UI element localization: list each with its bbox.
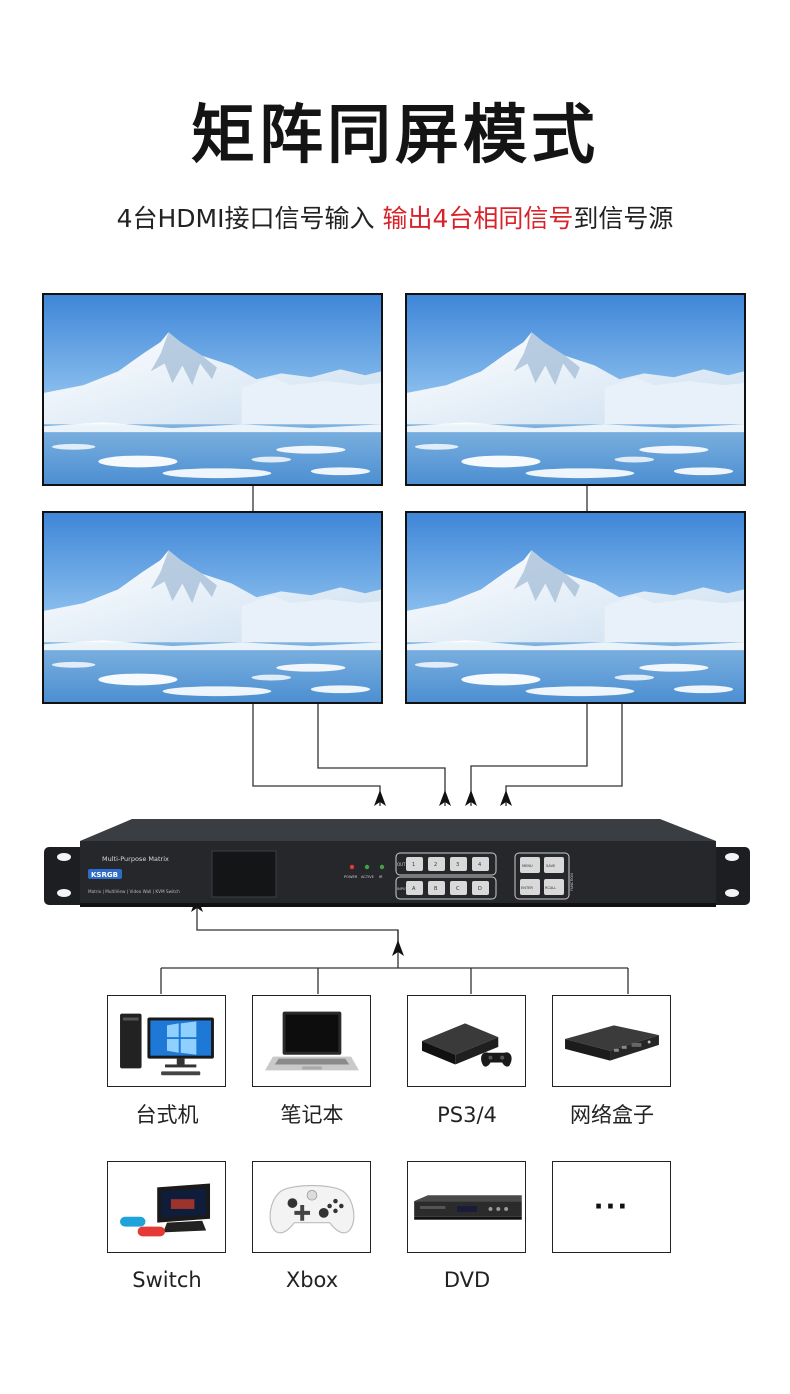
more-icon: ··· [593, 1192, 630, 1222]
device-laptop [252, 995, 371, 1087]
subtitle-text-end: 到信号源 [573, 204, 674, 233]
device-label: 笔记本 [280, 1103, 344, 1127]
save-button[interactable] [544, 857, 564, 873]
matrix-brand: KSRGB [91, 871, 118, 879]
device-label: DVD [443, 1268, 491, 1292]
display-screen-2 [405, 293, 746, 486]
recall-button[interactable] [544, 879, 564, 895]
input-button-c[interactable] [450, 881, 467, 895]
output-button-2[interactable] [428, 857, 445, 871]
device-label: Xbox [285, 1268, 339, 1292]
power-led-icon [349, 864, 355, 870]
device-label: 网络盒子 [570, 1103, 654, 1127]
device-more: ··· [552, 1161, 671, 1253]
enter-button[interactable] [520, 879, 540, 895]
output-row-label: OUT [397, 862, 406, 867]
device-label: Switch [132, 1268, 202, 1292]
display-screen-1 [42, 293, 383, 486]
playstation-icon [421, 1023, 512, 1067]
nintendo-switch-icon [120, 1183, 211, 1237]
input-button-b[interactable] [428, 881, 445, 895]
input-button-label: A [412, 886, 416, 892]
device-label: PS3/4 [437, 1103, 497, 1127]
function-button-label: ENTER [521, 886, 533, 890]
device-xbox [252, 1161, 371, 1253]
function-button-label: SAVE [546, 864, 556, 868]
laptop-icon [265, 1011, 359, 1071]
function-button-label: MENU [522, 864, 533, 868]
matrix-model-label: Multi-Purpose Matrix [102, 855, 169, 863]
subtitle-highlight: 输出4台相同信号 [382, 204, 574, 233]
display-screen-4 [405, 511, 746, 704]
ir-led-icon [379, 864, 385, 870]
led-label-active: ACTIVE [361, 875, 375, 879]
output-button-3[interactable] [450, 857, 467, 871]
output-button-label: 4 [478, 862, 481, 868]
dvd-player-icon [414, 1195, 522, 1220]
function-side-label: FUNCTION [570, 873, 574, 891]
landscape-image [44, 295, 381, 484]
brand-logo-icon [88, 869, 122, 879]
input-button-group: A B C D [406, 881, 489, 895]
landscape-image [407, 513, 744, 702]
function-button-label: RCALL [545, 886, 556, 890]
function-button-group: MENU SAVE ENTER RCALL [520, 857, 564, 895]
input-button-d[interactable] [472, 881, 489, 895]
xbox-controller-icon [269, 1184, 355, 1234]
output-button-label: 1 [412, 862, 415, 868]
led-label-power: POWER [344, 875, 358, 879]
input-button-label: C [456, 886, 460, 892]
device-dvd [407, 1161, 526, 1253]
output-button-group: 1 2 3 4 [406, 857, 489, 871]
matrix-feature-line: Matrix | MultiView | Video Wall | KVM Sw… [88, 889, 180, 894]
display-screen-3 [42, 511, 383, 704]
device-label: 台式机 [135, 1103, 199, 1127]
matrix-lcd-window [211, 850, 277, 898]
output-button-label: 3 [456, 862, 459, 868]
subtitle-text: 4台HDMI接口信号输入 [116, 204, 383, 233]
active-led-icon [364, 864, 370, 870]
device-tv-box [552, 995, 671, 1087]
input-row-label: INPUT [397, 887, 409, 891]
landscape-image [44, 513, 381, 702]
desktop-pc-icon [120, 1013, 214, 1076]
input-button-label: B [434, 886, 438, 892]
landscape-image [407, 295, 744, 484]
matrix-switcher: Multi-Purpose Matrix KSRGB Matrix | Mult… [44, 819, 750, 907]
device-desktop [107, 995, 226, 1087]
output-button-4[interactable] [472, 857, 489, 871]
page-title: 矩阵同屏模式 [191, 99, 599, 173]
led-label-ir: IR [379, 875, 383, 879]
output-button-1[interactable] [406, 857, 423, 871]
page-subtitle: 4台HDMI接口信号输入 输出4台相同信号到信号源 [0, 202, 790, 236]
input-button-label: D [478, 886, 482, 892]
menu-button[interactable] [520, 857, 540, 873]
device-switch [107, 1161, 226, 1253]
input-button-a[interactable] [406, 881, 423, 895]
output-button-label: 2 [434, 862, 437, 868]
device-playstation [407, 995, 526, 1087]
tv-box-icon [565, 1025, 659, 1061]
